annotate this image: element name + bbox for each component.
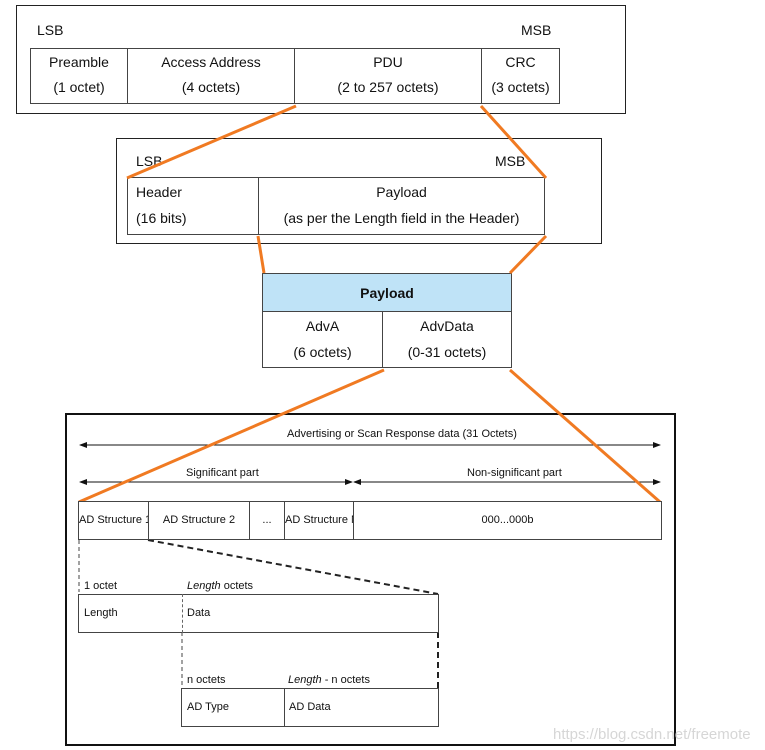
expand-line-right [147, 539, 439, 595]
orange-connectors [78, 104, 661, 504]
preamble-name: Preamble [49, 54, 109, 70]
connector-pdu-left [126, 104, 297, 180]
field-pdu-payload: Payload (as per the Length field in the … [258, 177, 545, 235]
ad-ellipsis-label: ... [262, 514, 272, 526]
watermark-text: https://blog.csdn.net/freemote [553, 726, 751, 743]
pdu-msb-label: MSB [495, 153, 526, 169]
field-pdu: PDU (2 to 257 octets) [294, 48, 482, 104]
payload-title: Payload [360, 285, 414, 301]
ad-data-octets-label: Length - n octets [288, 674, 370, 686]
length-octets-label: 1 octet [84, 580, 118, 592]
header-size: (16 bits) [136, 210, 187, 226]
data-field-label: Data [187, 607, 211, 619]
ad-structure-1-label: AD Structure 1 [79, 514, 152, 526]
data-octets-label: Length octets [187, 580, 253, 592]
payload-title-cell: Payload [262, 273, 512, 312]
data-octets-italic: Length [187, 580, 221, 592]
ad-padding-cell: 000...000b [353, 501, 662, 540]
ad-structure-2-label: AD Structure 2 [162, 514, 236, 526]
ad-structure-2-cell: AD Structure 2 [148, 501, 250, 540]
ad-type-cell: AD Type [181, 688, 285, 727]
top-msb-label: MSB [521, 22, 552, 38]
preamble-size: (1 octet) [53, 79, 105, 95]
ad-structure-n-cell: AD Structure N [284, 501, 359, 540]
header-name: Header [136, 184, 182, 200]
ad-type-octets-label: n octets [187, 674, 226, 686]
access-address-name: Access Address [161, 54, 261, 70]
connector-advdata-right [509, 368, 661, 504]
top-lsb-label: LSB [37, 22, 64, 38]
significant-span-label: Significant part [184, 467, 261, 479]
ad-data-octets-italic: Length [288, 674, 322, 686]
advdata-name: AdvData [420, 318, 474, 334]
connector-payload-left [256, 235, 266, 274]
adva-size: (6 octets) [293, 344, 352, 360]
length-data-divider [182, 594, 183, 633]
crc-name: CRC [505, 54, 536, 70]
adva-name: AdvA [305, 318, 340, 334]
pdu-payload-name: Payload [376, 184, 427, 200]
ad-data-cell: AD Data [284, 688, 439, 727]
field-crc: CRC (3 octets) [481, 48, 560, 104]
field-header: Header (16 bits) [127, 177, 259, 235]
length-data-row [78, 594, 439, 633]
nonsignificant-span-label: Non-significant part [465, 467, 564, 479]
ad-data-octets-rest: - n octets [321, 674, 370, 686]
ad-ellipsis-cell: ... [249, 501, 285, 540]
length-field-label: Length [84, 607, 118, 619]
connector-advdata-left [78, 368, 385, 504]
connector-pdu-right [479, 104, 548, 180]
advdata-size: (0-31 octets) [407, 344, 487, 360]
field-advdata: AdvData (0-31 octets) [382, 311, 512, 368]
total-span-label: Advertising or Scan Response data (31 Oc… [285, 428, 519, 440]
adv-data-frame [65, 413, 676, 746]
pdu-name: PDU [373, 54, 403, 70]
ad-structure-n-label: AD Structure N [285, 514, 359, 526]
ad-type-label: AD Type [187, 701, 229, 713]
pdu-payload-size: (as per the Length field in the Header) [283, 210, 520, 226]
ad-padding-label: 000...000b [481, 514, 534, 526]
data-octets-rest: octets [220, 580, 254, 592]
pdu-size: (2 to 257 octets) [337, 79, 439, 95]
ad-structure-1-cell: AD Structure 1 [78, 501, 152, 540]
field-adva: AdvA (6 octets) [262, 311, 383, 368]
field-access-address: Access Address (4 octets) [127, 48, 295, 104]
crc-size: (3 octets) [491, 79, 550, 95]
connector-payload-right [508, 234, 548, 275]
ad-data-label: AD Data [289, 701, 331, 713]
access-address-size: (4 octets) [181, 79, 241, 95]
